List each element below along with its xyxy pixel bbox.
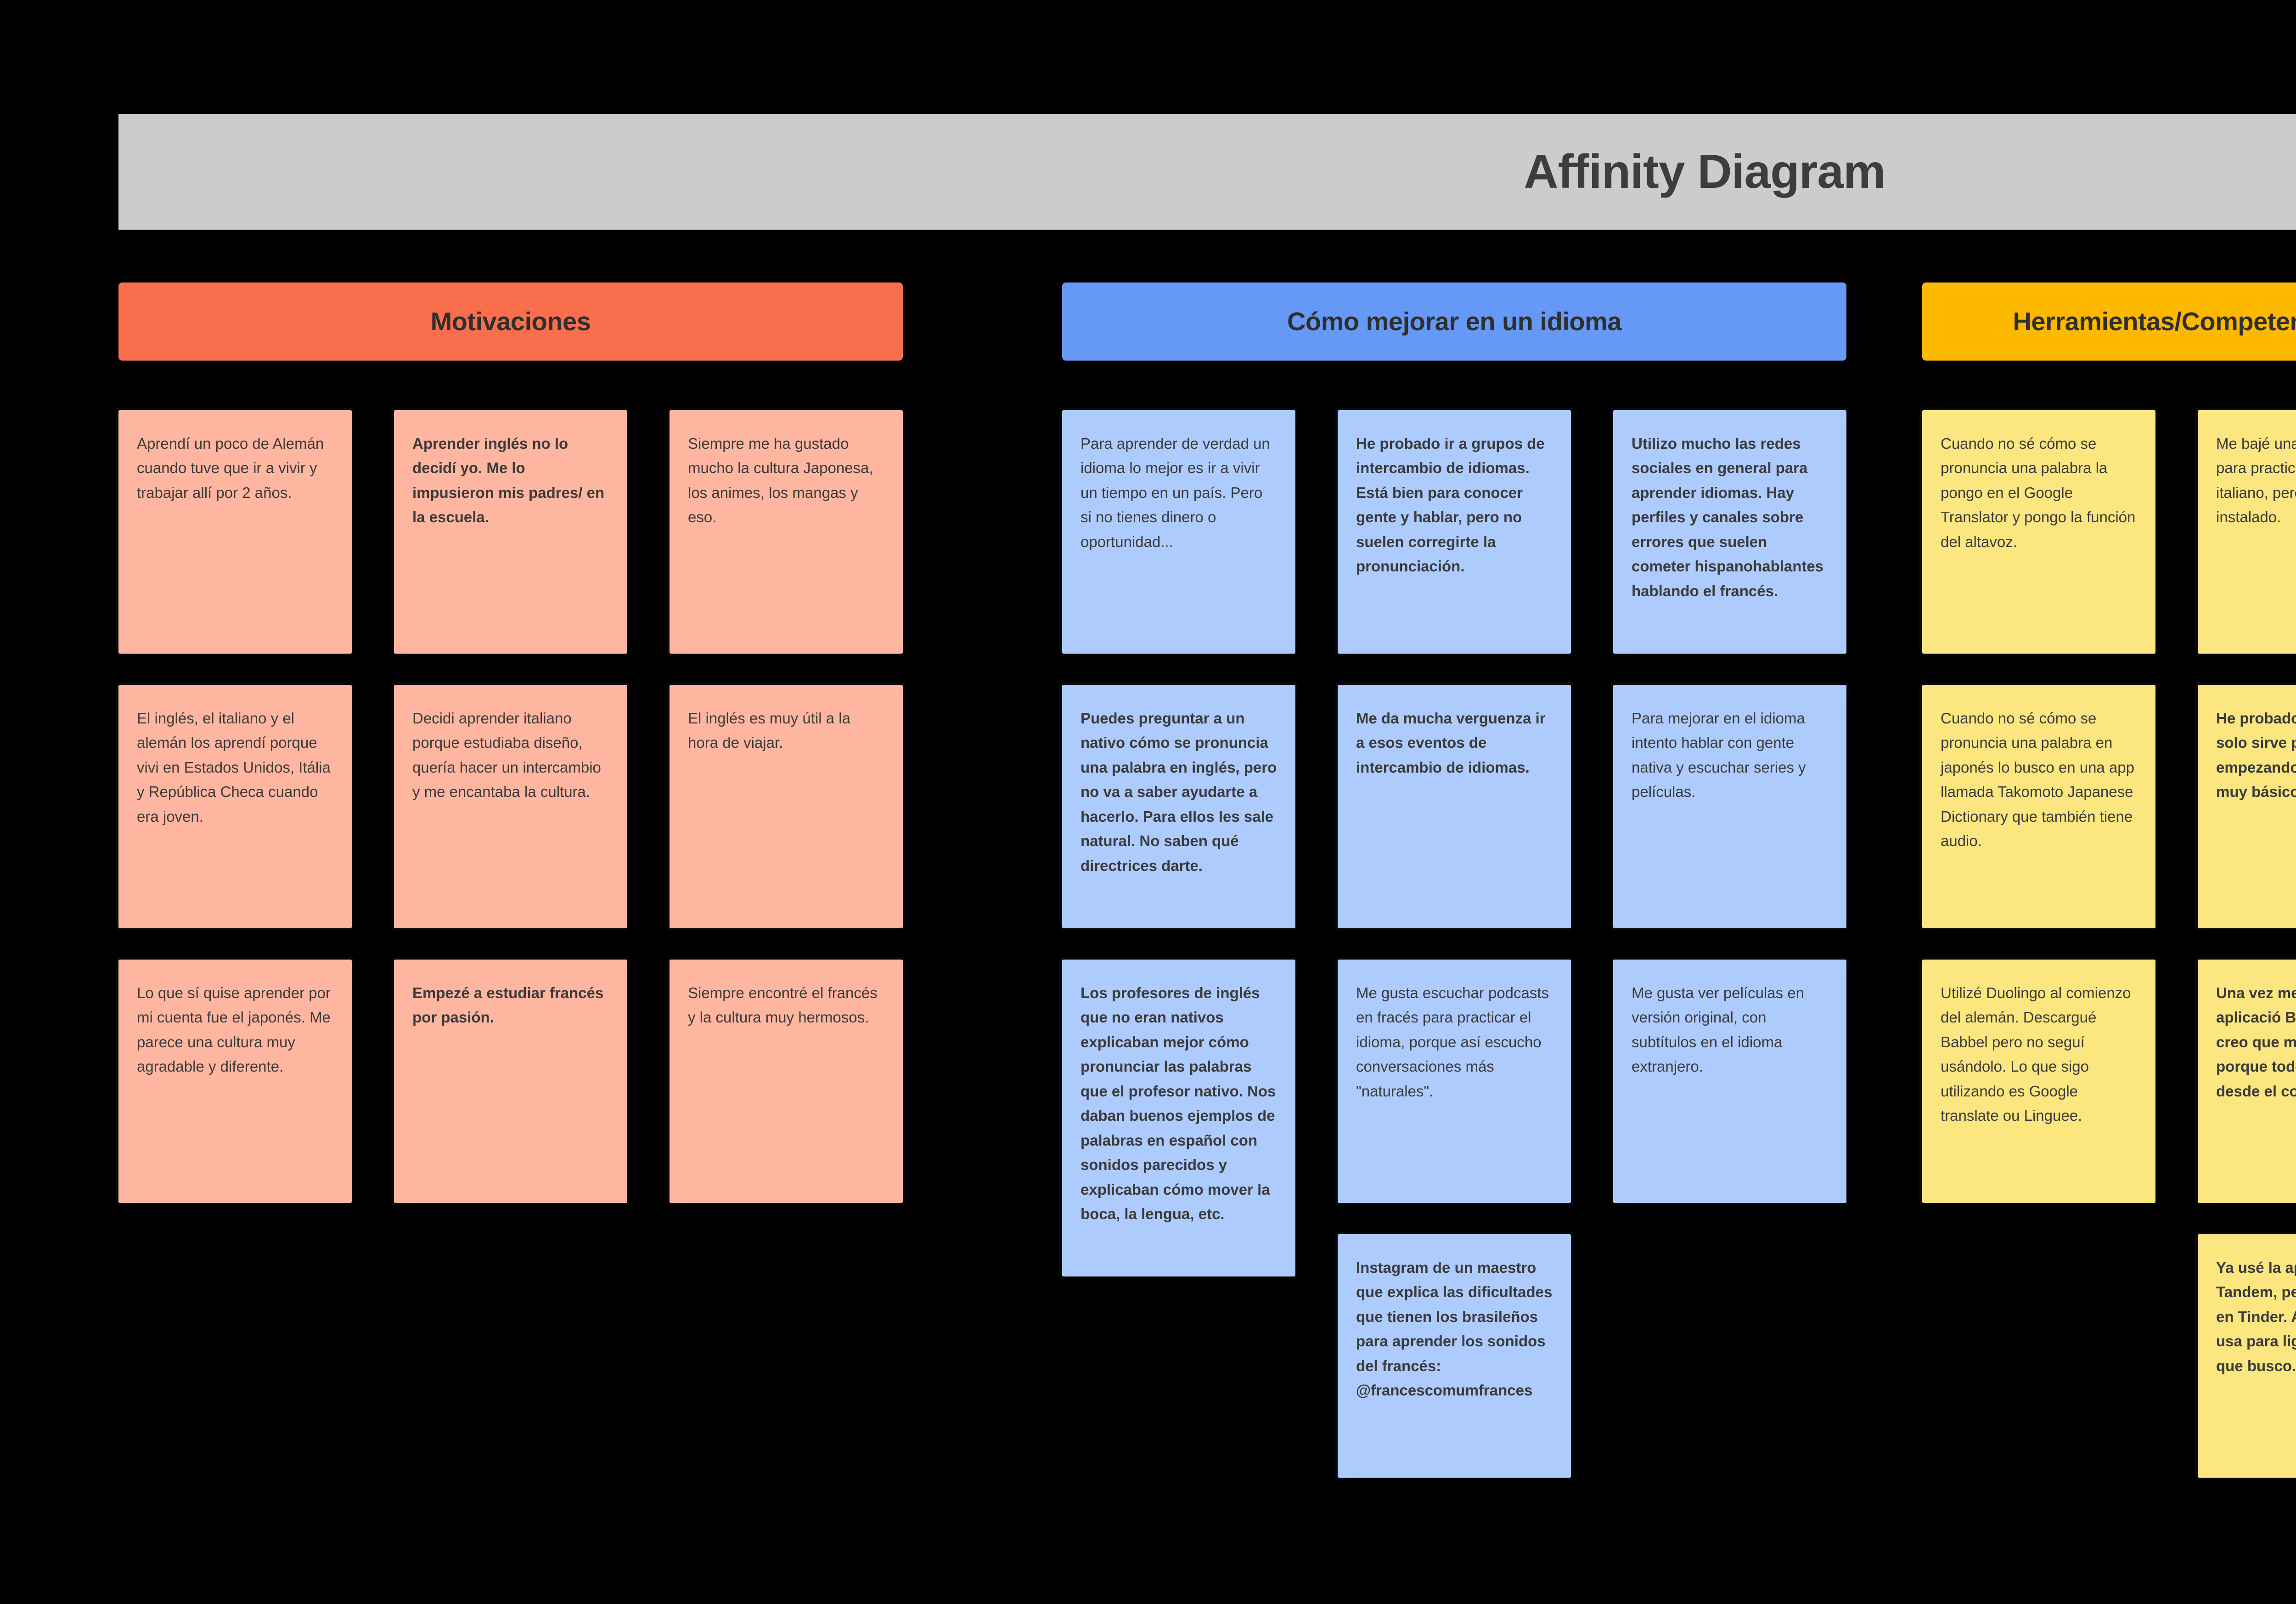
sticky-note-text: He probado Duolingo, pero solo sirve par…: [2216, 710, 2296, 801]
sticky-note[interactable]: Siempre encontré el francés y la cultura…: [670, 960, 903, 1203]
sticky-note-text: Me bajé una época Duolingo para practica…: [2216, 435, 2296, 526]
sticky-note[interactable]: Empezé a estudiar francés por pasión.: [394, 960, 627, 1203]
sticky-note-text: Siempre me ha gustado mucho la cultura J…: [688, 435, 873, 526]
sticky-note-text: Siempre encontré el francés y la cultura…: [688, 984, 878, 1026]
category-header-label: Cómo mejorar en un idioma: [1287, 307, 1622, 336]
sticky-note[interactable]: Me bajé una época Duolingo para practica…: [2198, 410, 2296, 654]
sticky-note[interactable]: El inglés es muy útil a la hora de viaja…: [670, 685, 903, 928]
sticky-note-text: Instagram de un maestro que explica las …: [1356, 1259, 1553, 1399]
sticky-note[interactable]: Para mejorar en el idioma intento hablar…: [1613, 685, 1846, 928]
sticky-note[interactable]: El inglés, el italiano y el alemán los a…: [118, 685, 352, 928]
sticky-note-text: Aprender inglés no lo decidí yo. Me lo i…: [412, 435, 605, 526]
sticky-note[interactable]: Aprendí un poco de Alemán cuando tuve qu…: [118, 410, 352, 654]
category-header-herramientas[interactable]: Herramientas/Competencia: [1922, 282, 2296, 361]
sticky-note-text: El inglés, el italiano y el alemán los a…: [137, 710, 331, 825]
sticky-note-text: Para mejorar en el idioma intento hablar…: [1632, 710, 1806, 801]
category-column-herramientas: Herramientas/CompetenciaCuando no sé cóm…: [1922, 282, 2296, 1478]
sticky-note[interactable]: He probado Duolingo, pero solo sirve par…: [2198, 685, 2296, 928]
sticky-note[interactable]: Me da mucha verguenza ir a esos eventos …: [1338, 685, 1571, 928]
sticky-note-text: Ya usé la aplicación Tandem, pero se con…: [2216, 1259, 2296, 1374]
sticky-note[interactable]: Instagram de un maestro que explica las …: [1338, 1234, 1571, 1478]
sticky-note[interactable]: Los profesores de inglés que no eran nat…: [1062, 960, 1295, 1276]
sticky-note-text: Me da mucha verguenza ir a esos eventos …: [1356, 710, 1546, 776]
sticky-note[interactable]: Ya usé la aplicación Tandem, pero se con…: [2198, 1234, 2296, 1478]
sticky-note[interactable]: Me gusta escuchar podcasts en fracés par…: [1338, 960, 1571, 1203]
category-header-label: Motivaciones: [430, 307, 591, 336]
sticky-note-text: Me gusta escuchar podcasts en fracés par…: [1356, 984, 1549, 1100]
sticky-note[interactable]: Cuando no sé cómo se pronuncia una palab…: [1922, 410, 2155, 654]
sticky-note-text: El inglés es muy útil a la hora de viaja…: [688, 710, 850, 751]
sticky-note[interactable]: Para aprender de verdad un idioma lo mej…: [1062, 410, 1295, 654]
sticky-note[interactable]: Cuando no sé cómo se pronuncia una palab…: [1922, 685, 2155, 928]
sticky-note-text: Decidi aprender italiano porque estudiab…: [412, 710, 601, 801]
sticky-note-text: Aprendí un poco de Alemán cuando tuve qu…: [137, 435, 324, 501]
sticky-note[interactable]: Utilizé Duolingo al comienzo del alemán.…: [1922, 960, 2155, 1203]
sticky-note-text: Cuando no sé cómo se pronuncia una palab…: [1941, 710, 2135, 850]
sticky-note[interactable]: Una vez me descargué la aplicació Babbel…: [2198, 960, 2296, 1203]
sticky-note-text: Utilizé Duolingo al comienzo del alemán.…: [1941, 984, 2131, 1124]
sticky-note-text: Me gusta ver películas en versión origin…: [1632, 984, 1805, 1075]
sticky-note-text: Los profesores de inglés que no eran nat…: [1080, 984, 1276, 1223]
sticky-note-text: Cuando no sé cómo se pronuncia una palab…: [1941, 435, 2136, 550]
sticky-note[interactable]: Me gusta ver películas en versión origin…: [1613, 960, 1846, 1203]
sticky-note[interactable]: Decidi aprender italiano porque estudiab…: [394, 685, 627, 928]
sticky-note-text: Utilizo mucho las redes sociales en gene…: [1632, 435, 1824, 599]
sticky-note-text: Lo que sí quise aprender por mi cuenta f…: [137, 984, 331, 1075]
sticky-note[interactable]: Siempre me ha gustado mucho la cultura J…: [670, 410, 903, 654]
sticky-note[interactable]: Puedes preguntar a un nativo cómo se pro…: [1062, 685, 1295, 928]
sticky-note-text: Para aprender de verdad un idioma lo mej…: [1080, 435, 1270, 550]
sticky-note-text: Puedes preguntar a un nativo cómo se pro…: [1080, 710, 1277, 874]
sticky-note[interactable]: Utilizo mucho las redes sociales en gene…: [1613, 410, 1846, 654]
sticky-note[interactable]: Aprender inglés no lo decidí yo. Me lo i…: [394, 410, 627, 654]
sticky-note-text: Empezé a estudiar francés por pasión.: [412, 984, 604, 1026]
category-header-label: Herramientas/Competencia: [2013, 307, 2296, 336]
sticky-note[interactable]: Lo que sí quise aprender por mi cuenta f…: [118, 960, 352, 1203]
board-title-bar: Affinity Diagram: [118, 114, 2296, 230]
sticky-note-text: Una vez me descargué la aplicació Babbel…: [2216, 984, 2296, 1100]
category-header-motivaciones[interactable]: Motivaciones: [118, 282, 903, 361]
sticky-note[interactable]: He probado ir a grupos de intercambio de…: [1338, 410, 1571, 654]
page-title: Affinity Diagram: [1524, 145, 1885, 198]
category-header-como-mejorar[interactable]: Cómo mejorar en un idioma: [1062, 282, 1846, 361]
sticky-note-text: He probado ir a grupos de intercambio de…: [1356, 435, 1545, 575]
